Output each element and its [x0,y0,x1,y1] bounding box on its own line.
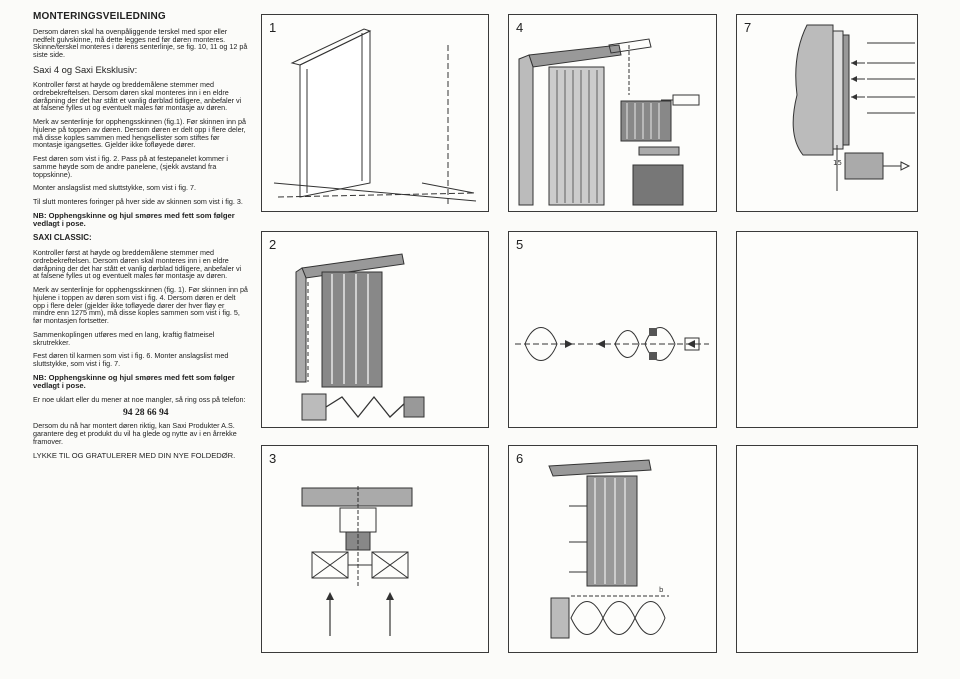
figure-2-number: 2 [269,237,277,252]
saxi4-note: NB: Opphengskinne og hjul smøres med fet… [33,210,235,229]
page-title: MONTERINGSVEILEDNING [33,11,166,22]
figure-6-frame-fixing-drawing: b [548,459,669,639]
empty-panel-1 [736,231,918,428]
figure-1-door-frame-drawing [273,28,477,205]
figure-7-dimension-label: 15 [833,159,842,167]
figure-4-number: 4 [516,20,524,35]
empty-panel-2 [736,445,918,653]
figure-1-number: 1 [269,20,277,35]
classic-paragraph-4: Fest døren til karmen som vist i fig. 6.… [33,351,229,369]
classic-heading: SAXI CLASSIC: [33,233,92,243]
figure-6-panel: 6 b [508,445,717,653]
figure-6-number: 6 [516,451,524,466]
figure-5-panel-coupling-drawing [515,327,709,361]
saxi4-paragraph-4: Monter anslagslist med sluttstykke, som … [33,183,196,193]
classic-paragraph-1: Kontroller først at høyde og breddemålen… [33,247,242,281]
intro-paragraph: Dersom døren skal ha ovenpåliggende ters… [33,26,248,60]
figure-3-rail-section-drawing [301,486,413,636]
figure-4-panel: 4 [508,14,717,212]
phone-number: 94 28 66 94 [123,407,169,419]
figure-1-panel: 1 [261,14,489,212]
figure-4-rail-mounting-drawing [518,38,700,206]
figure-7-panel: 7 15 [736,14,918,212]
closing-paragraph: Dersom du nå har montert døren riktig, k… [33,421,237,446]
saxi4-paragraph-5: Til slutt monteres foringer på hver side… [33,197,243,207]
figure-3-number: 3 [269,451,277,466]
figure-2-door-panels-drawing [295,253,425,421]
saxi4-paragraph-3: Fest døren som vist i fig. 2. Pass på at… [33,154,228,179]
classic-paragraph-2: Merk av senterlinje for opphengsskinnen … [33,285,248,326]
figure-5-number: 5 [516,237,524,252]
classic-paragraph-3: Sammenkoplingen utføres med en lang, kra… [33,329,215,347]
final-message: LYKKE TIL OG GRATULERER MED DIN NYE FOLD… [33,450,236,460]
figure-5-panel: 5 [508,231,717,428]
instructions-column: MONTERINGSVEILEDNING Dersom døren skal h… [33,11,248,466]
figure-7-number: 7 [744,20,752,35]
saxi4-paragraph-1: Kontroller først at høyde og breddemålen… [33,80,242,113]
classic-note: NB: Opphengskinne og hjul smøres med fet… [33,372,235,391]
figure-7-stop-strip-drawing: 15 [792,24,915,191]
figure-6-label-b: b [659,586,664,594]
contact-text: Er noe uklart eller du mener at noe mang… [33,395,246,405]
saxi4-heading: Saxi 4 og Saxi Eksklusiv: [33,63,138,75]
saxi4-paragraph-2: Merk av senterlinje for opphengsskinnen … [33,117,246,150]
figure-3-panel: 3 [261,445,489,653]
figure-2-panel: 2 [261,231,489,428]
